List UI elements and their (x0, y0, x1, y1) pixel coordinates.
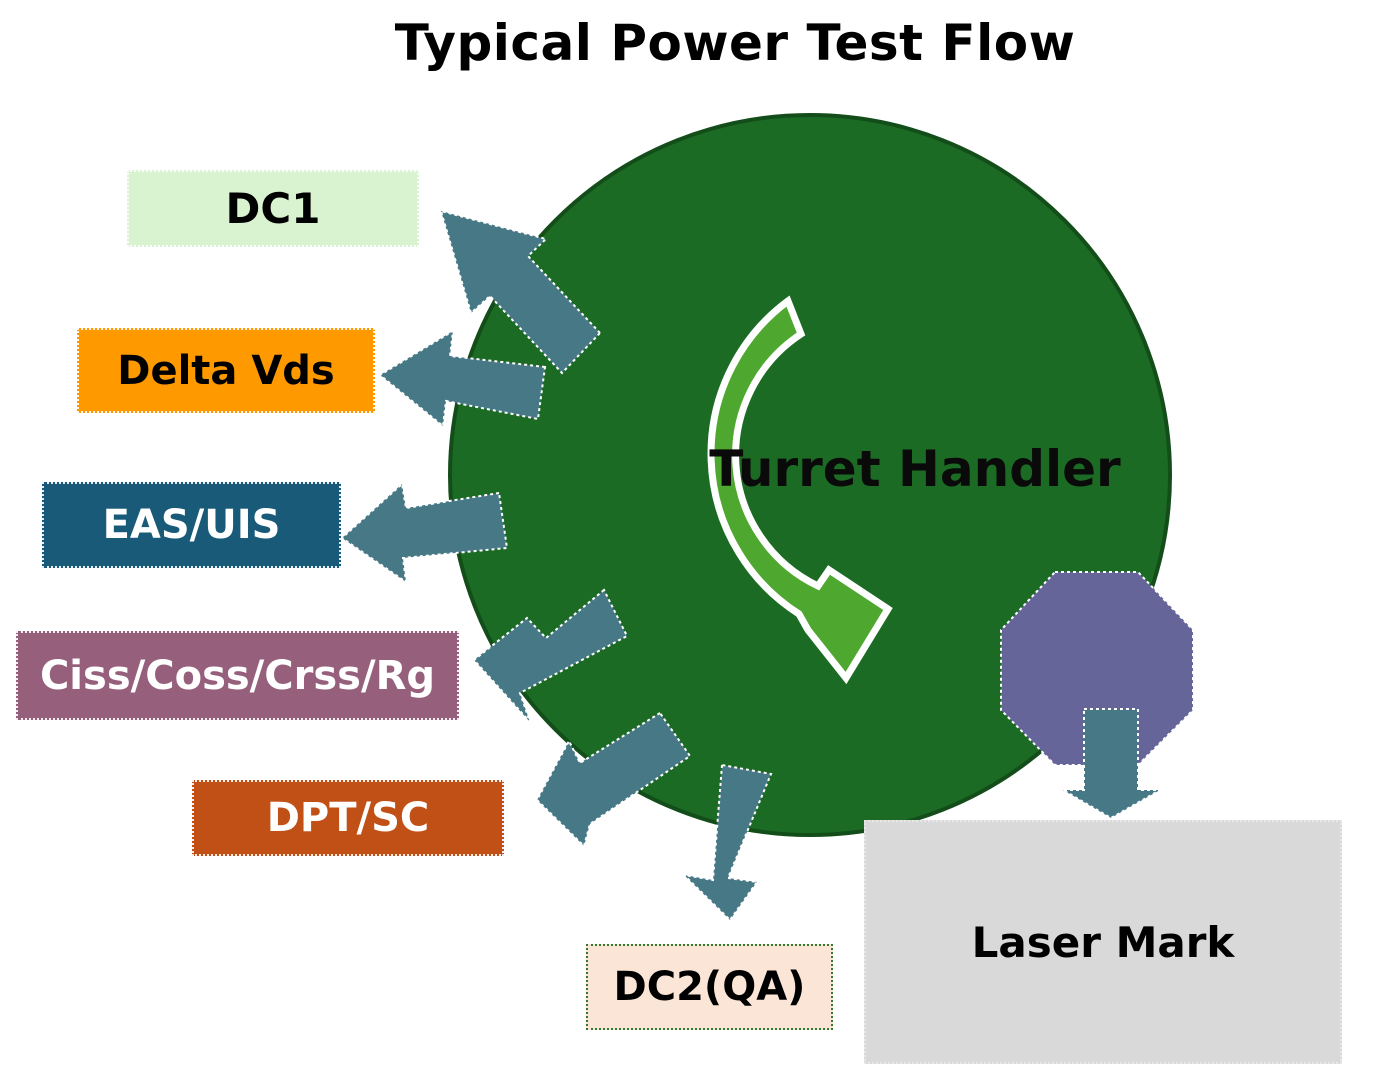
station-delta-vds-box: Delta Vds (77, 328, 375, 413)
laser-mark-label: Laser Mark (971, 917, 1235, 967)
arrow-to-ciss (472, 588, 629, 723)
arrow-to-dpt-sc (535, 711, 692, 848)
arrow-to-dc2 (681, 763, 773, 922)
station-dpt-sc-box: DPT/SC (192, 780, 504, 856)
arrow-to-laser-mark (1059, 708, 1164, 820)
station-dc2-box: DC2(QA) (586, 944, 833, 1030)
arrow-to-delta-vds (378, 329, 547, 428)
arrow-to-eas-uis (340, 482, 509, 585)
station-dc1-box: DC1 (127, 170, 419, 247)
station-dc1-label: DC1 (225, 184, 321, 233)
arrow-to-dc1 (439, 209, 602, 375)
station-eas-uis-box: EAS/UIS (42, 482, 341, 568)
station-ciss-box: Ciss/Coss/Crss/Rg (16, 631, 459, 720)
station-dpt-sc-label: DPT/SC (266, 795, 430, 841)
station-eas-uis-label: EAS/UIS (102, 502, 281, 548)
station-ciss-label: Ciss/Coss/Crss/Rg (39, 652, 436, 699)
laser-mark-box: Laser Mark (864, 820, 1342, 1064)
station-dc2-label: DC2(QA) (613, 964, 806, 1010)
station-delta-vds-label: Delta Vds (117, 347, 335, 394)
turret-handler-label: Turret Handler (709, 440, 1121, 498)
turret-circle (448, 113, 1172, 837)
diagram-title: Typical Power Test Flow (394, 14, 1076, 72)
rotation-arrow (707, 295, 893, 685)
